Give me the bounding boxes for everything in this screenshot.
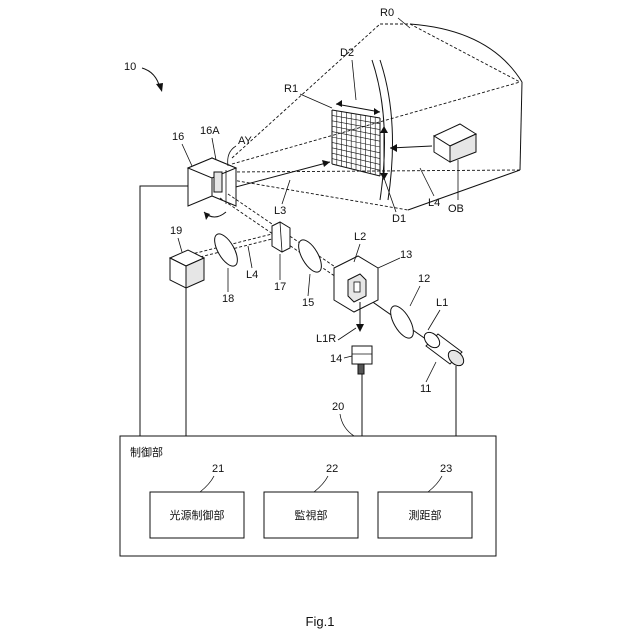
monitor-sensor-14 bbox=[352, 346, 372, 374]
leader-l3 bbox=[282, 180, 290, 204]
outgoing-beam-l3-head bbox=[322, 160, 330, 167]
label-ob: OB bbox=[448, 203, 464, 215]
arrow-d2-head-right bbox=[374, 108, 380, 115]
label-13: 13 bbox=[400, 249, 412, 261]
leader-l4-left bbox=[248, 246, 252, 268]
leader-r0 bbox=[398, 18, 410, 28]
arrow-d1-head-top bbox=[380, 126, 388, 133]
unit-label-21: 光源制御部 bbox=[170, 508, 225, 522]
controller-title: 制御部 bbox=[130, 445, 163, 459]
outgoing-beam-l3 bbox=[232, 162, 330, 188]
scan-grid-r1 bbox=[332, 110, 380, 176]
label-r1: R1 bbox=[284, 83, 298, 95]
label-ay: AY bbox=[238, 135, 253, 147]
leader-15 bbox=[308, 274, 310, 296]
path-to-detector-b bbox=[192, 232, 280, 254]
leader-16 bbox=[182, 144, 192, 166]
label-17: 17 bbox=[274, 281, 286, 293]
leader-r1 bbox=[300, 94, 332, 108]
unit-label-22: 監視部 bbox=[295, 508, 328, 522]
leader-l1r bbox=[338, 328, 356, 340]
label-16a: 16A bbox=[200, 125, 220, 137]
detector-19 bbox=[170, 250, 204, 288]
return-beam-l4-head bbox=[390, 144, 397, 152]
leader-16a bbox=[212, 138, 216, 160]
leader-14 bbox=[344, 356, 352, 358]
scan-mirror-16 bbox=[188, 158, 236, 206]
label-d1: D1 bbox=[392, 213, 406, 225]
label-20: 20 bbox=[332, 401, 344, 413]
figure-number-arrowhead bbox=[156, 83, 163, 92]
label-l3: L3 bbox=[274, 205, 286, 217]
unit-number-21: 21 bbox=[212, 463, 224, 475]
unit-number-22: 22 bbox=[326, 463, 338, 475]
label-l4-top: L4 bbox=[428, 197, 440, 209]
aperture-mirror-13 bbox=[334, 256, 378, 312]
figure-caption: Fig.1 bbox=[306, 614, 335, 629]
figure-number-label: 10 bbox=[124, 61, 136, 73]
leader-l4-top bbox=[420, 168, 434, 196]
leader-19 bbox=[178, 238, 182, 252]
leader-l1 bbox=[428, 310, 440, 330]
object-ob-cube bbox=[434, 124, 476, 162]
label-16: 16 bbox=[172, 131, 184, 143]
leader-11 bbox=[426, 362, 436, 382]
monitor-beam-l1r-head bbox=[356, 324, 364, 332]
label-l1r: L1R bbox=[316, 333, 336, 345]
label-11: 11 bbox=[420, 383, 431, 395]
label-d2: D2 bbox=[340, 47, 354, 59]
leader-12 bbox=[410, 286, 420, 306]
lens-18 bbox=[210, 230, 242, 269]
unit-number-23: 23 bbox=[440, 463, 452, 475]
unit-label-23: 測距部 bbox=[409, 508, 442, 522]
label-18: 18 bbox=[222, 293, 234, 305]
leader-d2 bbox=[352, 60, 356, 100]
leader-20 bbox=[340, 414, 354, 436]
light-source-11 bbox=[421, 329, 466, 368]
signal-wires bbox=[140, 186, 456, 436]
leader-13 bbox=[378, 258, 400, 268]
label-r0: R0 bbox=[380, 7, 394, 19]
label-15: 15 bbox=[302, 297, 314, 309]
label-l2: L2 bbox=[354, 231, 366, 243]
arrow-d2 bbox=[336, 104, 380, 112]
lens-15 bbox=[294, 236, 326, 275]
label-14: 14 bbox=[330, 353, 342, 365]
lens-12 bbox=[386, 302, 418, 341]
label-l4-left: L4 bbox=[246, 269, 258, 281]
beam-splitter-17 bbox=[272, 222, 290, 252]
label-19: 19 bbox=[170, 225, 182, 237]
arrow-d2-head-left bbox=[336, 100, 342, 107]
label-l1: L1 bbox=[436, 297, 448, 309]
label-12: 12 bbox=[418, 273, 430, 285]
arrow-d1-head-bottom bbox=[380, 173, 388, 180]
